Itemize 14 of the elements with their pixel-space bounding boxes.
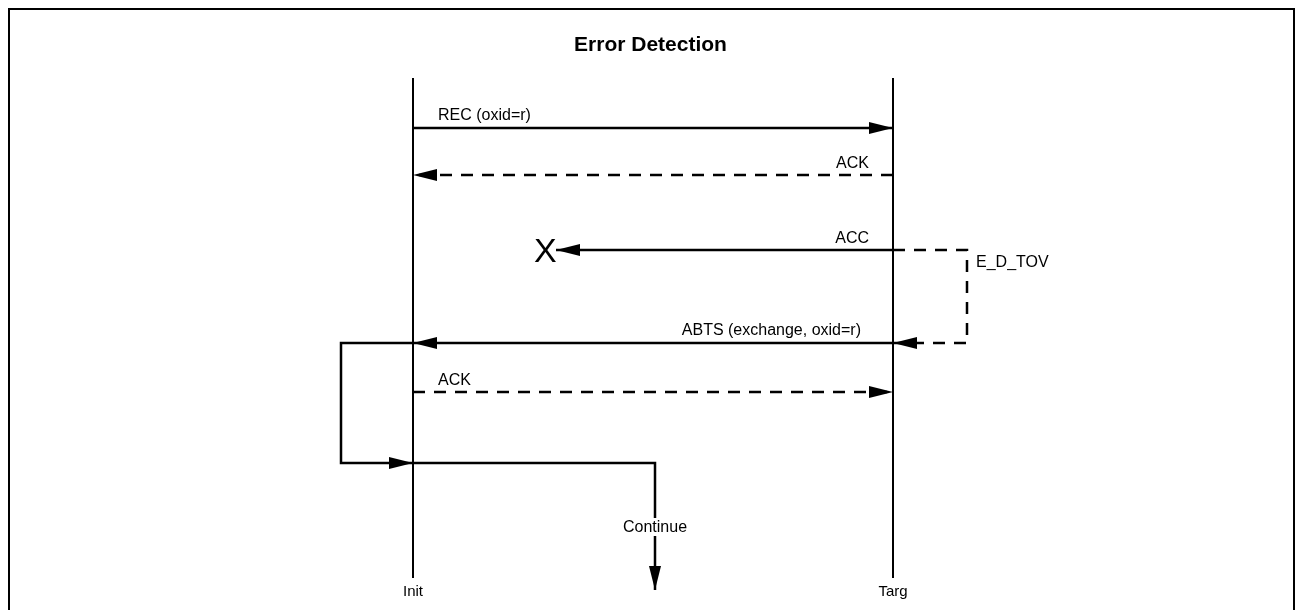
- arrow: [556, 244, 893, 256]
- edge-label: ABTS (exchange, oxid=r): [680, 321, 862, 339]
- arrow: [413, 386, 893, 398]
- arrow: [413, 122, 893, 134]
- diagram-title: Error Detection: [573, 32, 728, 56]
- edge-label: REC (oxid=r): [437, 106, 532, 124]
- edge-label: Continue: [622, 518, 688, 536]
- arrow: [413, 337, 893, 349]
- arrow: [413, 461, 661, 590]
- lost-message-mark: X: [534, 235, 556, 265]
- arrow: [413, 169, 893, 181]
- arrow: [893, 248, 969, 349]
- arrow: [339, 341, 413, 469]
- edge-label: E_D_TOV: [975, 253, 1050, 271]
